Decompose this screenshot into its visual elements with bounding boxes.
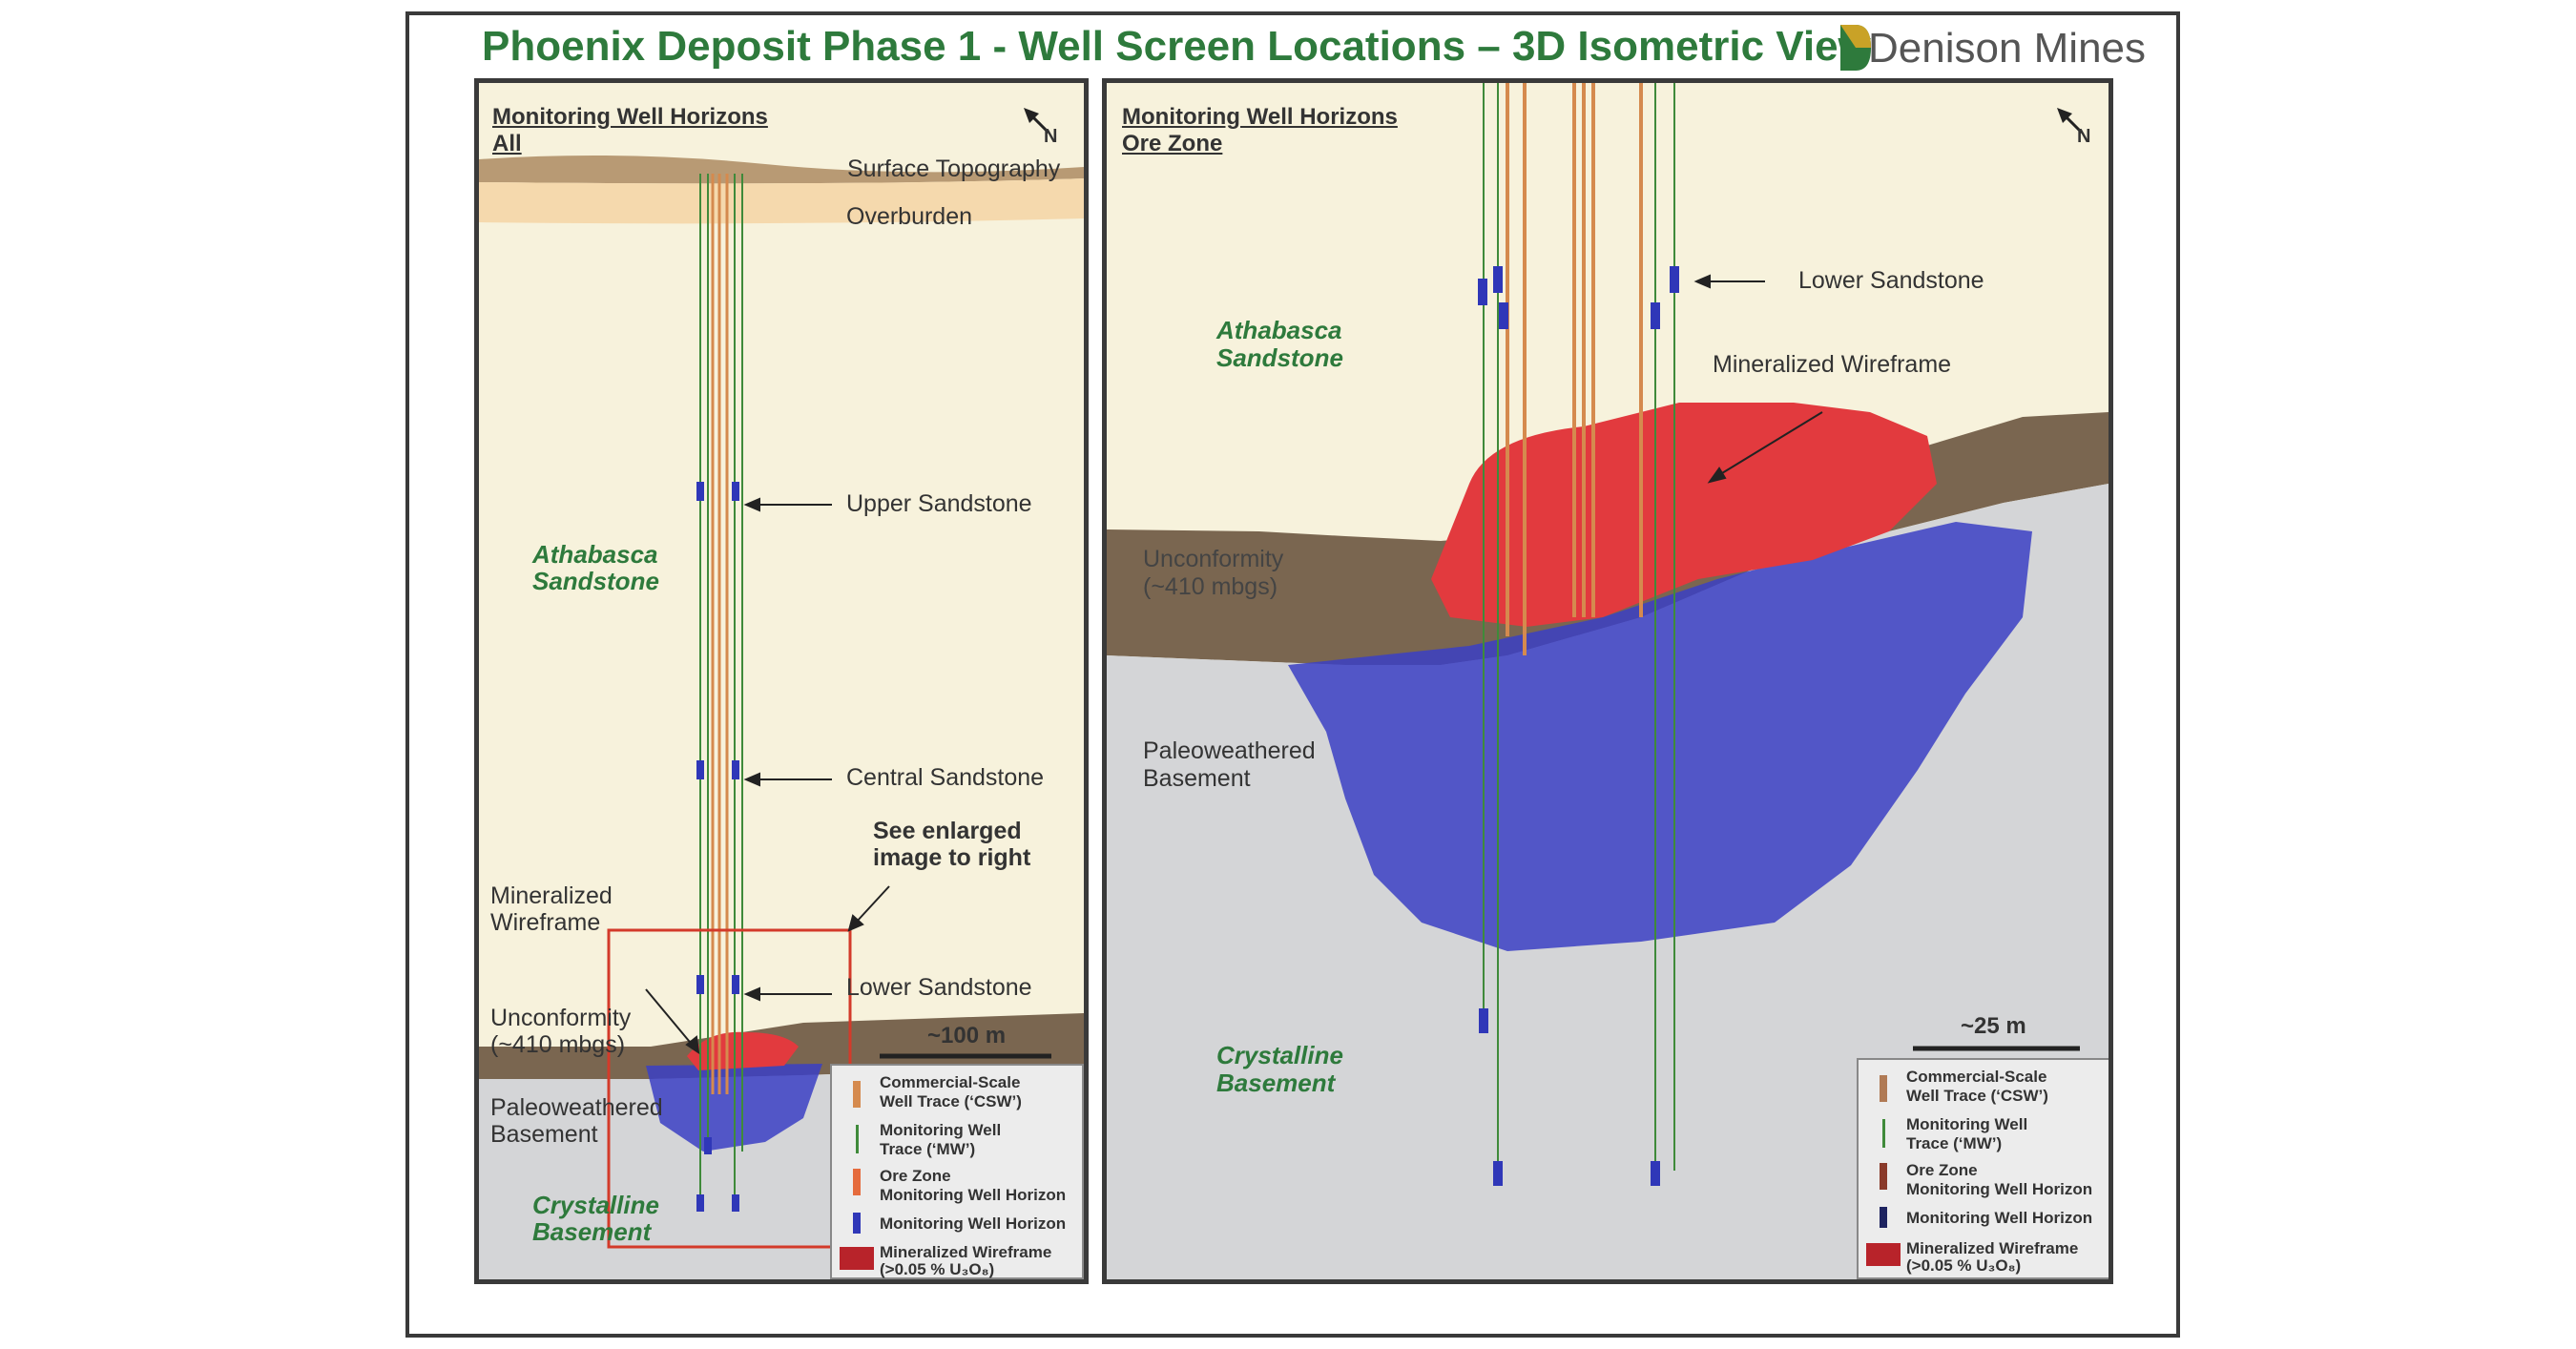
legend-right-mon-swatch bbox=[1880, 1207, 1887, 1228]
legend-right-ore-swatch bbox=[1880, 1163, 1887, 1190]
north-letter-left: N bbox=[1044, 126, 1058, 147]
legend-mw-swatch bbox=[856, 1125, 859, 1153]
well-traces bbox=[699, 174, 743, 1209]
label-see-enlarged-line1: See enlarged bbox=[873, 818, 1022, 844]
label-unconformity-line2: (~410 mbgs) bbox=[490, 1031, 626, 1058]
label-athabasca-line2: Sandstone bbox=[532, 567, 659, 595]
legend-wire-line2: (>0.05 % U₃O₈) bbox=[880, 1260, 995, 1278]
legend-right-mw-swatch bbox=[1882, 1119, 1885, 1148]
legend-ore-line2: Monitoring Well Horizon bbox=[880, 1186, 1067, 1204]
logo-text: Denison Mines bbox=[1868, 25, 2146, 73]
overburden-layer bbox=[479, 178, 1084, 224]
north-letter-right: N bbox=[2077, 126, 2091, 147]
label-central-sandstone: Central Sandstone bbox=[846, 764, 1045, 791]
legend-mon-line1: Monitoring Well Horizon bbox=[880, 1214, 1067, 1233]
paleoweathered-body-right bbox=[1288, 522, 2032, 951]
label-paleo-right-line2: Basement bbox=[1143, 765, 1251, 792]
legend-right: Commercial-Scale Well Trace (‘CSW’) Moni… bbox=[1857, 1058, 2109, 1279]
legend-mw-line1: Monitoring Well bbox=[880, 1121, 1002, 1139]
legend-right-wire-line1: Mineralized Wireframe bbox=[1906, 1239, 2079, 1257]
label-unconformity-right-line1: Unconformity bbox=[1143, 546, 1284, 572]
monitoring-horizons bbox=[696, 482, 739, 1212]
label-arrows-right bbox=[1693, 274, 1823, 484]
label-crystalline-line1: Crystalline bbox=[532, 1191, 659, 1219]
legend-wire-swatch bbox=[840, 1247, 874, 1270]
right-header-line1: Monitoring Well Horizons bbox=[1122, 104, 1398, 130]
logo-wordmark: Denison Mines bbox=[1868, 25, 2147, 72]
label-lower-sandstone: Lower Sandstone bbox=[846, 974, 1032, 1001]
legend-right-csw-swatch bbox=[1880, 1075, 1887, 1102]
denison-logo-icon bbox=[1840, 25, 1871, 71]
legend-mon-swatch bbox=[853, 1213, 861, 1234]
north-arrow-icon-right bbox=[2057, 108, 2084, 135]
label-overburden: Overburden bbox=[846, 203, 973, 230]
legend-ore-line1: Ore Zone bbox=[880, 1167, 951, 1185]
north-arrow-icon-left bbox=[1024, 108, 1050, 135]
legend-csw-line1: Commercial-Scale bbox=[880, 1073, 1021, 1091]
label-surface-topography: Surface Topography bbox=[847, 156, 1061, 182]
legend-left: Commercial-Scale Well Trace (‘CSW’) Moni… bbox=[830, 1064, 1084, 1279]
legend-csw-line2: Well Trace (‘CSW’) bbox=[880, 1092, 1022, 1110]
legend-csw-swatch bbox=[853, 1081, 861, 1108]
label-lower-sandstone-right: Lower Sandstone bbox=[1798, 267, 1984, 294]
left-header-line2: All bbox=[492, 131, 522, 156]
monitoring-horizons-right bbox=[1478, 266, 1679, 1186]
legend-right-csw-line1: Commercial-Scale bbox=[1906, 1068, 2047, 1086]
legend-right-wire-swatch bbox=[1866, 1243, 1901, 1266]
legend-mw-line2: Trace (‘MW’) bbox=[880, 1140, 976, 1158]
scale-label-right: ~25 m bbox=[1961, 1013, 2026, 1039]
legend-right-csw-line2: Well Trace (‘CSW’) bbox=[1906, 1087, 2048, 1105]
mineralized-wireframe-right bbox=[1431, 403, 1937, 627]
label-athabasca-line1: Athabasca bbox=[532, 540, 658, 569]
legend-right-mon-line1: Monitoring Well Horizon bbox=[1906, 1209, 2093, 1227]
left-panel: N Monitoring Well Horizons All Surface T… bbox=[474, 78, 1089, 1284]
right-header-line2: Ore Zone bbox=[1122, 131, 1223, 156]
label-upper-sandstone: Upper Sandstone bbox=[846, 490, 1032, 517]
label-unconformity-right-line2: (~410 mbgs) bbox=[1143, 573, 1278, 600]
well-traces-right bbox=[1483, 83, 1675, 1180]
right-panel: N Monitoring Well Horizons Ore Zone Lowe… bbox=[1102, 78, 2113, 1284]
legend-wire-line1: Mineralized Wireframe bbox=[880, 1243, 1052, 1261]
legend-ore-swatch bbox=[853, 1169, 861, 1195]
legend-right-mw-line1: Monitoring Well bbox=[1906, 1115, 2028, 1133]
legend-right-mw-line2: Trace (‘MW’) bbox=[1906, 1134, 2003, 1152]
scale-label-left: ~100 m bbox=[927, 1023, 1007, 1048]
label-paleo-line1: Paleoweathered bbox=[490, 1094, 663, 1121]
page-title: Phoenix Deposit Phase 1 - Well Screen Lo… bbox=[482, 23, 1871, 70]
legend-right-wire-line2: (>0.05 % U₃O₈) bbox=[1906, 1256, 2022, 1275]
label-see-enlarged-line2: image to right bbox=[873, 844, 1031, 871]
label-crystalline-line2: Basement bbox=[532, 1217, 652, 1246]
label-crystalline-right-line2: Basement bbox=[1216, 1069, 1336, 1097]
legend-right-ore-line2: Monitoring Well Horizon bbox=[1906, 1180, 2093, 1198]
label-mineralized-line1: Mineralized bbox=[490, 882, 613, 909]
label-athabasca-right-line2: Sandstone bbox=[1216, 343, 1343, 372]
label-athabasca-right-line1: Athabasca bbox=[1216, 316, 1342, 344]
label-unconformity-line1: Unconformity bbox=[490, 1005, 632, 1031]
label-arrows bbox=[645, 497, 890, 1055]
left-header-line1: Monitoring Well Horizons bbox=[492, 104, 768, 130]
label-paleo-right-line1: Paleoweathered bbox=[1143, 737, 1316, 764]
label-crystalline-right-line1: Crystalline bbox=[1216, 1041, 1343, 1069]
label-paleo-line2: Basement bbox=[490, 1121, 598, 1148]
surface-topography-layer bbox=[479, 156, 1084, 184]
label-mineralized-line2: Wireframe bbox=[490, 909, 601, 936]
label-mineralized-wireframe-right: Mineralized Wireframe bbox=[1713, 351, 1952, 378]
legend-right-ore-line1: Ore Zone bbox=[1906, 1161, 1978, 1179]
